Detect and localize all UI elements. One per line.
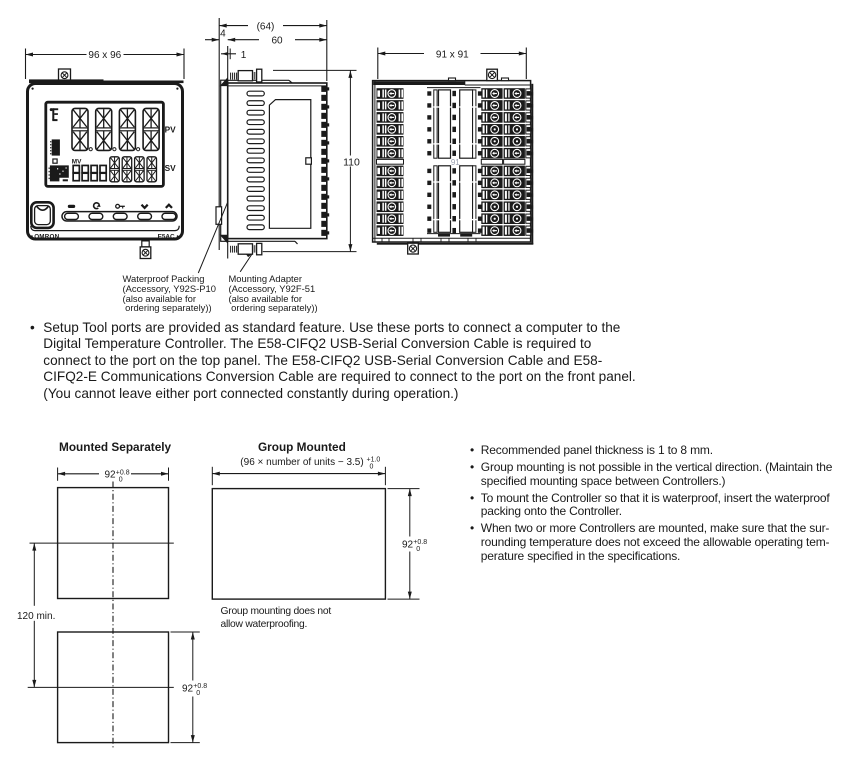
- svg-text:60: 60: [271, 35, 283, 46]
- svg-text:+0.8: +0.8: [413, 539, 427, 546]
- svg-text:MV: MV: [72, 158, 82, 165]
- svg-text:PV: PV: [165, 124, 177, 134]
- svg-text:0: 0: [416, 546, 420, 553]
- svg-text:92: 92: [182, 683, 194, 694]
- svg-text:92: 92: [402, 539, 414, 550]
- svg-text:0: 0: [119, 476, 123, 483]
- svg-text:0: 0: [370, 463, 374, 470]
- svg-text:91: 91: [451, 158, 460, 167]
- svg-text:OMRON: OMRON: [34, 234, 59, 241]
- svg-text:+0.8: +0.8: [116, 469, 130, 476]
- svg-text:110: 110: [343, 156, 360, 168]
- svg-text:SV: SV: [165, 163, 177, 173]
- svg-text:E5AC: E5AC: [158, 234, 175, 241]
- svg-text:(64): (64): [257, 21, 275, 32]
- svg-text:4: 4: [220, 29, 226, 40]
- svg-text:0: 0: [196, 690, 200, 697]
- svg-text:1: 1: [241, 50, 247, 61]
- svg-text:120 min.: 120 min.: [17, 611, 55, 622]
- svg-text:+1.0: +1.0: [367, 456, 381, 463]
- svg-text:91 x 91: 91 x 91: [436, 49, 469, 60]
- svg-text:92: 92: [104, 470, 116, 481]
- svg-text:(96 × number of units − 3.5): (96 × number of units − 3.5): [240, 457, 363, 468]
- svg-text:96 x 96: 96 x 96: [88, 50, 121, 61]
- svg-text:+0.8: +0.8: [193, 683, 207, 690]
